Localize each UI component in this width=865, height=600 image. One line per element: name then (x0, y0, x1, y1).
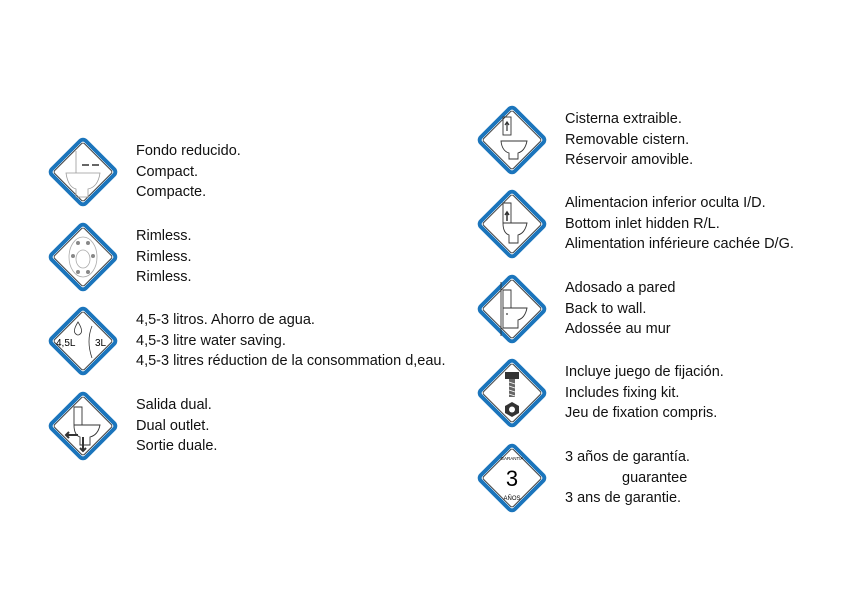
line: Adossée au mur (565, 321, 671, 338)
feature-bottom-inlet: Alimentacion inferior oculta I/D. Bottom … (471, 183, 794, 265)
line: Salida dual. (136, 397, 212, 414)
fixing-kit-icon (476, 357, 548, 429)
line: Dual outlet. (136, 417, 210, 434)
line: Back to wall. (565, 300, 647, 317)
line: Alimentacion inferior oculta I/D. (565, 195, 766, 212)
line: Fondo reducido. (136, 143, 241, 160)
line: 4,5-3 litres réduction de la consommatio… (136, 353, 446, 370)
back-to-wall-icon (476, 273, 548, 345)
icon-label: 3 (506, 466, 518, 491)
line: Compacte. (136, 184, 207, 201)
water-saving-icon: 4,5L 3L (47, 305, 119, 377)
line: Jeu de fixation compris. (565, 405, 718, 422)
line: 4,5-3 litros. Ahorro de agua. (136, 312, 315, 329)
compact-toilet-icon (47, 136, 119, 208)
rimless-bowl-icon (47, 221, 119, 293)
line: 4,5-3 litre water saving. (136, 332, 286, 349)
icon-label: 3L (95, 338, 107, 349)
line: Réservoir amovible. (565, 152, 694, 169)
feature-removable-cistern: Cisterna extraible. Removable cistern. Rés… (471, 99, 693, 181)
line: 3 ans de garantie. (565, 490, 682, 507)
bottom-inlet-icon (476, 188, 548, 260)
feature-fixing-kit: Incluye juego de fijación. Includes fixin… (471, 352, 724, 434)
icon-label: GARANTÍA (500, 455, 523, 461)
feature-water-saving: 4,5L 3L 4,5-3 litros. Ahorro de agua. 4,5… (42, 300, 446, 382)
line: guarantee (622, 469, 688, 486)
line: Removable cistern. (565, 131, 690, 148)
warranty-icon: GARANTÍA 3 AÑOS (476, 442, 548, 514)
line: Includes fixing kit. (565, 384, 680, 401)
removable-cistern-icon (476, 104, 548, 176)
feature-compact: Fondo reducido. Compact. Compacte. (42, 131, 241, 213)
icon-label: 4,5L (56, 338, 76, 349)
line: Sortie duale. (136, 438, 218, 455)
line: Rimless. (136, 269, 192, 286)
line: Bottom inlet hidden R/L. (565, 215, 720, 232)
line: Rimless. (136, 248, 192, 265)
feature-dual-outlet: Salida dual. Dual outlet. Sortie duale. (42, 385, 217, 467)
icon-label: AÑOS (503, 495, 520, 502)
line: Rimless. (136, 228, 192, 245)
line: Incluye juego de fijación. (565, 364, 724, 381)
feature-warranty: GARANTÍA 3 AÑOS 3 años de garantía. guara… (471, 437, 690, 519)
line: Cisterna extraible. (565, 111, 682, 128)
dual-outlet-icon (47, 390, 119, 462)
line: Adosado a pared (565, 280, 676, 297)
line: Compact. (136, 163, 199, 180)
feature-rimless: Rimless. Rimless. Rimless. (42, 216, 192, 298)
line: Alimentation inférieure cachée D/G. (565, 236, 794, 253)
line: 3 años de garantía. (565, 449, 690, 466)
